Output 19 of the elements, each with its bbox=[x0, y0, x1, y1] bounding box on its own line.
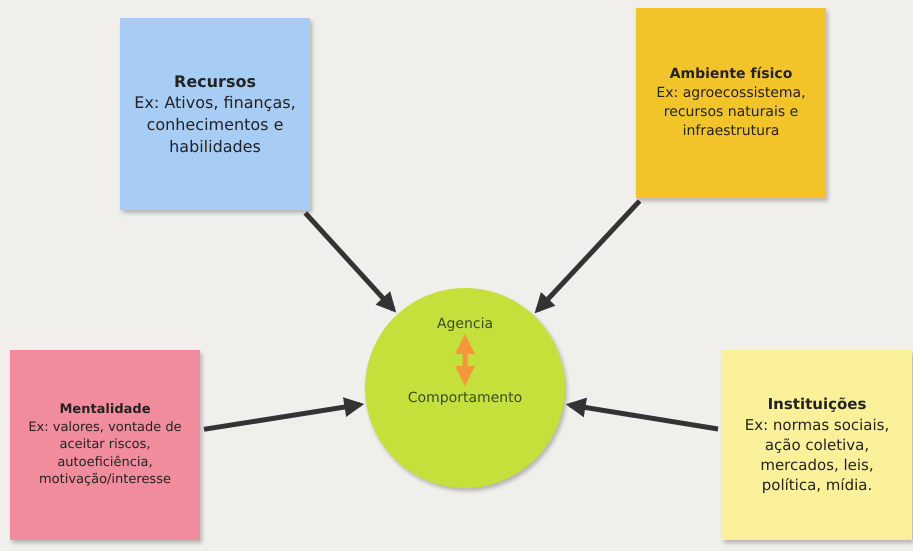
note-heading: Recursos bbox=[174, 70, 256, 92]
note-text: Ex: normas sociais, ação coletiva, mercados, leis, política, mídia. bbox=[744, 414, 890, 496]
arrow bbox=[534, 199, 642, 314]
sticky-note bbox=[636, 8, 826, 198]
circle-label: Comportamento bbox=[405, 388, 525, 408]
circle-label: Agencia bbox=[431, 314, 499, 334]
sticky-note bbox=[10, 350, 200, 540]
note-text: Ex: agroecossistema, recursos naturais e infraestrutura bbox=[655, 84, 807, 141]
note-text: Ex: valores, vontade de aceitar riscos, autoeficiência, motivação/interesse bbox=[27, 418, 183, 489]
note-heading: Ambiente físico bbox=[670, 65, 792, 84]
note-text: Ex: Ativos, finanças, conhecimentos e habilidades bbox=[133, 92, 297, 158]
arrow bbox=[303, 211, 396, 313]
sticky-note bbox=[722, 350, 912, 540]
note-heading: Instituições bbox=[768, 394, 866, 415]
sticky-note bbox=[120, 18, 310, 210]
arrow bbox=[204, 397, 364, 432]
note-heading: Mentalidade bbox=[59, 401, 151, 419]
double-arrow bbox=[455, 334, 475, 386]
arrow bbox=[566, 398, 718, 432]
